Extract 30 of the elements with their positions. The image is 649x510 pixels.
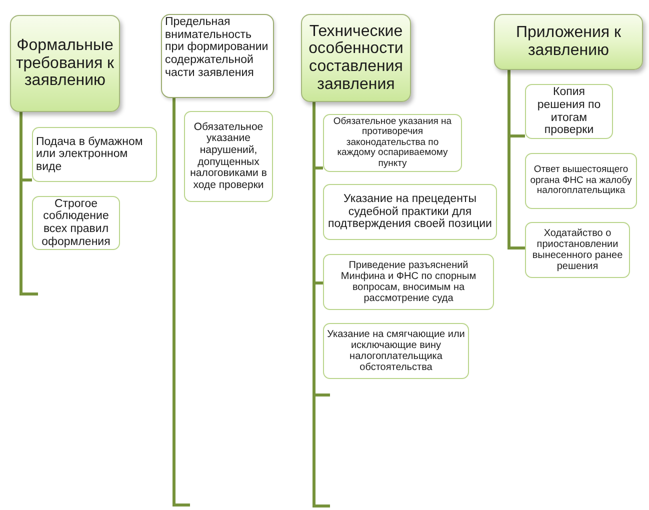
item-box: [184, 111, 273, 202]
connector-line: [172, 98, 190, 506]
item-box: [323, 254, 494, 310]
item-text: Подача в бумажном или электронном виде: [36, 136, 144, 174]
item-text: Строгое соблюдение всех правил оформления: [40, 198, 112, 248]
item-box: [32, 196, 120, 250]
item-text: Ходатайство о приостановлении вынесенного ранее решения: [531, 228, 624, 272]
category-title: Формальные требования к заявлению: [14, 37, 116, 90]
category-title: Предельная внимательность при формировании содержательной части заявления: [165, 16, 270, 80]
category-title: Приложения к заявлению: [514, 24, 622, 60]
item-text: Обязательное указание нарушений, допущенных налоговиками в ходе проверки: [189, 122, 268, 192]
item-text: Указание на смягчающие или исключающие вину налогоплательщика обстоятельства: [327, 329, 465, 373]
item-text: Ответ вышестоящего органа ФНС на жалобу налогоплательщика: [529, 165, 633, 197]
item-box: [323, 184, 497, 240]
item-box: [525, 84, 613, 139]
item-box: [525, 153, 637, 209]
item-text: Копия решения по итогам проверки: [536, 86, 602, 137]
item-box: [323, 323, 469, 379]
category-header-box: [10, 15, 120, 112]
category-header-box: [301, 14, 411, 102]
item-text: Приведение разъяснений Минфина и ФНС по спорным вопросам, вносимым на рассмотрение суда: [340, 260, 478, 304]
item-text: Указание на прецеденты судебной практики для подтверждения своей позиции: [327, 193, 493, 231]
category-header-box: [494, 14, 643, 70]
item-text: Обязательное указания на противоречия законодательства по каждому оспариваемому пункту: [332, 116, 453, 170]
category-header-box: [161, 14, 274, 98]
item-box: [525, 222, 630, 278]
connector-line: [312, 102, 330, 508]
item-box: [323, 114, 462, 172]
category-title: Технические особенности составления заявления: [308, 22, 404, 94]
item-box: [32, 127, 157, 182]
